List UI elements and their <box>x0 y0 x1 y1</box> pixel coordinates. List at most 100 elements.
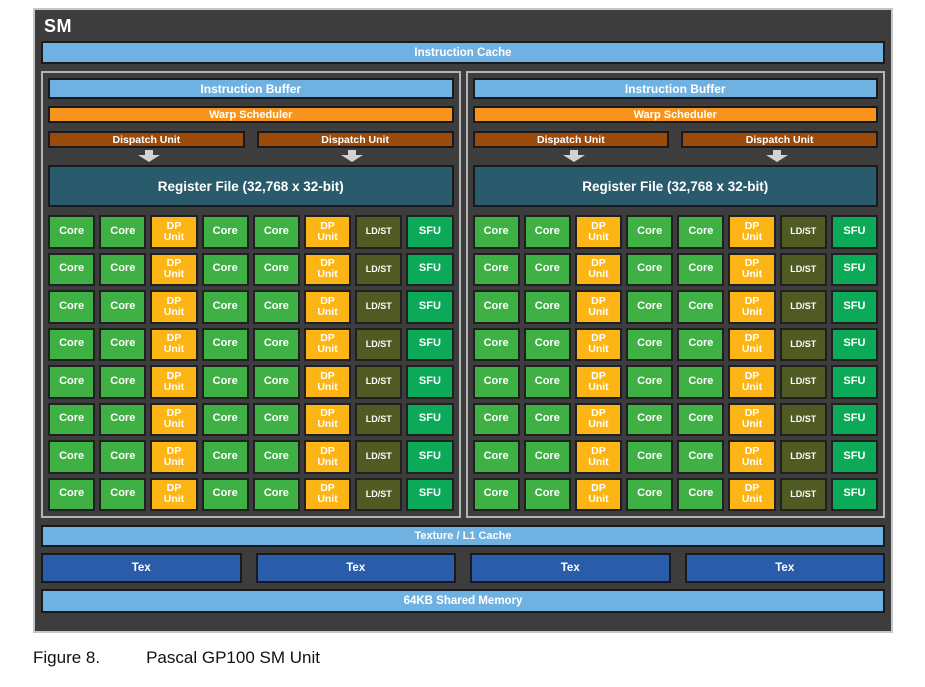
core-cell: Core <box>677 290 725 324</box>
ldst-cell: LD/ST <box>779 477 827 511</box>
core-cell: Core <box>252 252 300 286</box>
core-cell: Core <box>201 365 249 399</box>
dp-cell: DP Unit <box>303 290 352 324</box>
core-cell: Core <box>523 402 571 436</box>
ldst-cell: LD/ST <box>779 365 827 399</box>
core-cell: Core <box>201 215 249 249</box>
core-cell: Core <box>523 215 571 249</box>
core-cell: Core <box>677 327 725 361</box>
core-cell: Core <box>48 365 96 399</box>
dp-cell: DP Unit <box>728 365 776 399</box>
core-cell: Core <box>48 477 96 511</box>
sfu-cell: SFU <box>830 477 878 511</box>
core-cell: Core <box>472 290 520 324</box>
dp-cell: DP Unit <box>728 290 776 324</box>
ldst-cell: LD/ST <box>779 402 827 436</box>
dp-cell: DP Unit <box>574 215 623 249</box>
ldst-cell: LD/ST <box>779 440 827 474</box>
dp-cell: DP Unit <box>728 252 776 286</box>
arrow-holder <box>473 150 676 162</box>
dispatch-arrow-row <box>48 150 454 162</box>
instruction-cache-bar: Instruction Cache <box>41 41 885 64</box>
core-cell: Core <box>626 252 674 286</box>
dp-cell: DP Unit <box>150 290 198 324</box>
shared-memory-bar: 64KB Shared Memory <box>41 589 885 613</box>
core-cell: Core <box>472 402 520 436</box>
core-cell: Core <box>99 440 147 474</box>
instruction-buffer-bar: Instruction Buffer <box>472 78 878 99</box>
down-arrow-icon <box>562 150 585 162</box>
core-cell: Core <box>252 290 300 324</box>
dispatch-unit-bar: Dispatch Unit <box>472 131 670 148</box>
core-cell: Core <box>523 440 571 474</box>
sm-title: SM <box>44 16 72 36</box>
core-cell: Core <box>99 327 147 361</box>
figure-caption-title: Pascal GP100 SM Unit <box>146 648 320 667</box>
core-cell: Core <box>48 402 96 436</box>
core-cell: Core <box>626 402 674 436</box>
sfu-cell: SFU <box>406 365 454 399</box>
dp-cell: DP Unit <box>303 477 352 511</box>
core-cell: Core <box>472 477 520 511</box>
dp-cell: DP Unit <box>150 327 198 361</box>
ldst-cell: LD/ST <box>355 477 403 511</box>
dp-cell: DP Unit <box>728 215 776 249</box>
ldst-cell: LD/ST <box>779 290 827 324</box>
core-cell: Core <box>99 215 147 249</box>
core-cell: Core <box>472 327 520 361</box>
sfu-cell: SFU <box>406 440 454 474</box>
core-cell: Core <box>523 290 571 324</box>
core-cell: Core <box>48 290 96 324</box>
core-cell: Core <box>626 215 674 249</box>
ldst-cell: LD/ST <box>355 402 403 436</box>
ldst-cell: LD/ST <box>355 327 403 361</box>
core-cell: Core <box>472 440 520 474</box>
ldst-cell: LD/ST <box>355 290 403 324</box>
core-cell: Core <box>252 327 300 361</box>
core-cell: Core <box>523 252 571 286</box>
tex-unit: Tex <box>470 553 671 583</box>
down-arrow-icon <box>341 150 364 162</box>
instruction-buffer-bar: Instruction Buffer <box>48 78 454 99</box>
core-cell: Core <box>626 290 674 324</box>
core-cell: Core <box>99 477 147 511</box>
dp-cell: DP Unit <box>728 402 776 436</box>
dp-cell: DP Unit <box>150 365 198 399</box>
dp-cell: DP Unit <box>150 440 198 474</box>
dp-cell: DP Unit <box>150 215 198 249</box>
sfu-cell: SFU <box>406 327 454 361</box>
sfu-cell: SFU <box>830 327 878 361</box>
warp-scheduler-bar: Warp Scheduler <box>48 106 454 123</box>
down-arrow-icon <box>138 150 161 162</box>
tex-unit: Tex <box>255 553 456 583</box>
dispatch-unit-bar: Dispatch Unit <box>48 131 245 148</box>
core-cell: Core <box>677 215 725 249</box>
dp-cell: DP Unit <box>150 477 198 511</box>
down-arrow-icon <box>765 150 788 162</box>
dp-cell: DP Unit <box>728 440 776 474</box>
tex-unit: Tex <box>684 553 885 583</box>
core-cell: Core <box>472 252 520 286</box>
core-cell: Core <box>201 402 249 436</box>
dp-cell: DP Unit <box>574 365 623 399</box>
sfu-cell: SFU <box>830 402 878 436</box>
core-cell: Core <box>201 477 249 511</box>
dp-cell: DP Unit <box>150 252 198 286</box>
sfu-cell: SFU <box>830 440 878 474</box>
core-cell: Core <box>472 365 520 399</box>
core-cell: Core <box>99 252 147 286</box>
register-file-bar: Register File (32,768 x 32-bit) <box>472 165 878 207</box>
core-cell: Core <box>523 327 571 361</box>
texture-l1-cache-bar: Texture / L1 Cache <box>41 525 885 547</box>
core-cell: Core <box>99 365 147 399</box>
dp-cell: DP Unit <box>303 365 352 399</box>
dp-cell: DP Unit <box>728 477 776 511</box>
dispatch-unit-bar: Dispatch Unit <box>681 131 878 148</box>
ldst-cell: LD/ST <box>779 327 827 361</box>
core-cell: Core <box>99 402 147 436</box>
dispatch-unit-bar: Dispatch Unit <box>256 131 454 148</box>
ldst-cell: LD/ST <box>355 215 403 249</box>
